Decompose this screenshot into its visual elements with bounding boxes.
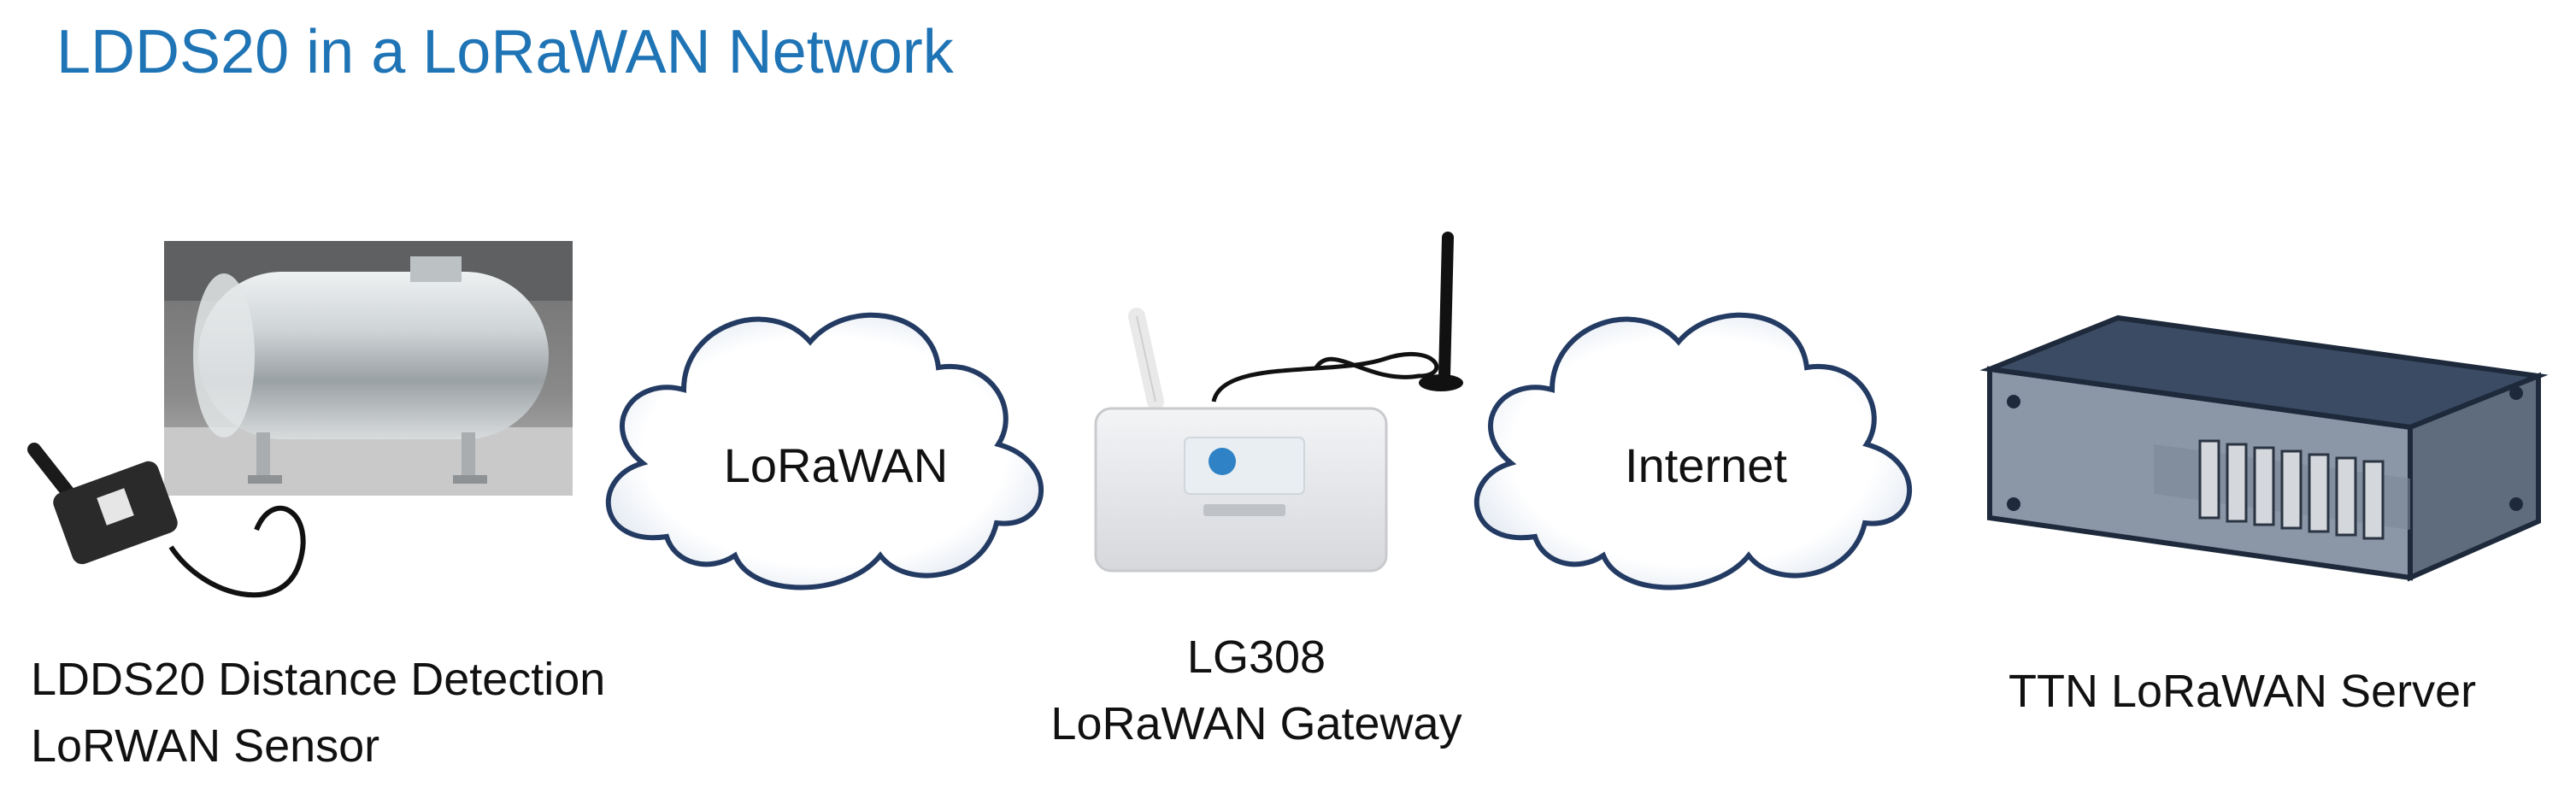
internet-cloud-label: Internet — [1625, 438, 1787, 492]
sensor-device — [27, 443, 306, 598]
server-rack — [1979, 314, 2549, 582]
sensor-caption-line2: LoRWAN Sensor — [31, 720, 380, 772]
gateway-caption-line1: LG308 — [1186, 631, 1326, 683]
tank-photo — [164, 241, 573, 496]
sensor-caption: LDDS20 Distance Detection LoRWAN Sensor — [31, 646, 605, 779]
sensor-caption-line1: LDDS20 Distance Detection — [31, 654, 606, 705]
internet-cloud-shape — [1473, 312, 1913, 590]
server-caption: TTN LoRaWAN Server — [2008, 666, 2477, 717]
gateway-caption-line2: LoRaWAN Gateway — [1050, 698, 1462, 749]
gateway-device — [1094, 232, 1463, 573]
diagram-title: LDDS20 in a LoRaWAN Network — [56, 18, 954, 86]
lorawan-cloud-shape — [605, 312, 1044, 590]
drive-bays — [2198, 439, 2385, 540]
lorawan-cloud-label: LoRaWAN — [723, 438, 949, 492]
gateway-caption: LG308 LoRaWAN Gateway — [1034, 624, 1479, 757]
